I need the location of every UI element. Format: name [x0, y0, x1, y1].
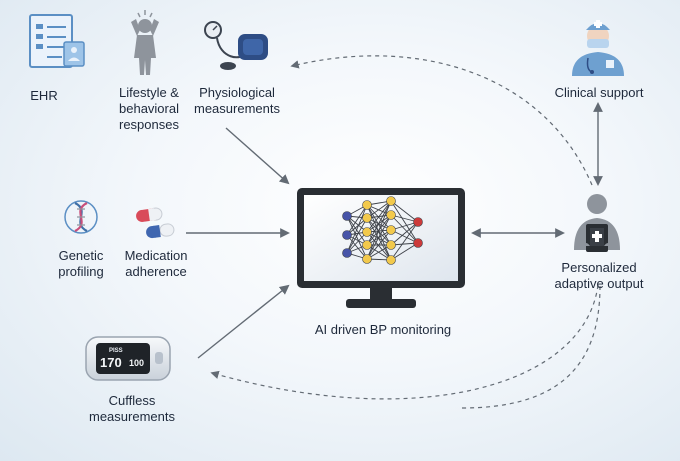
device-systolic-value: 170	[100, 355, 122, 370]
nn-node	[362, 240, 372, 250]
ai-monitoring-label: AI driven BP monitoring	[314, 322, 452, 337]
dashed-feedback-bottom	[210, 284, 599, 400]
wearable-bp-device-icon: PISS 170 100	[85, 336, 171, 381]
nn-node	[386, 196, 396, 206]
nn-edge	[366, 217, 392, 246]
nn-edge	[346, 204, 368, 254]
nn-edge	[390, 214, 419, 244]
nn-edge	[390, 200, 419, 223]
nn-edge	[366, 229, 392, 260]
nn-edge	[346, 231, 368, 254]
device-screen-tag: PISS	[109, 348, 123, 354]
nn-edge	[366, 231, 392, 261]
nn-node	[413, 217, 423, 227]
nn-node	[386, 255, 396, 265]
ehr-label: EHR	[30, 88, 58, 103]
arrow-physiological-to-ai	[225, 127, 290, 185]
clinical-support-label: Clinical support	[554, 85, 644, 100]
nn-node	[386, 225, 396, 235]
neural-network-nodes	[342, 196, 423, 265]
nn-edge	[366, 204, 392, 261]
nn-edge	[346, 215, 368, 260]
dashed-feedback-top	[290, 55, 593, 186]
clinician-icon	[572, 20, 624, 76]
blood-pressure-cuff-icon	[204, 21, 268, 70]
nn-node	[362, 200, 372, 210]
nn-edge	[366, 200, 392, 260]
nn-node	[386, 210, 396, 220]
patient-report-icon	[574, 194, 620, 252]
nn-edge	[366, 204, 392, 246]
nn-node	[342, 211, 352, 221]
nn-node	[362, 227, 372, 237]
nn-edge	[390, 221, 419, 246]
nn-edge	[346, 234, 368, 260]
device-diastolic-value: 100	[129, 358, 144, 368]
nn-edge	[390, 242, 419, 261]
nn-edge	[390, 229, 419, 244]
nn-edge	[366, 200, 392, 246]
personalized-label: Personalized adaptive output	[554, 260, 644, 291]
genetic-label: Genetic profiling	[58, 248, 104, 279]
nn-node	[362, 254, 372, 264]
nn-edge	[390, 221, 419, 261]
nn-node	[342, 230, 352, 240]
nn-edge	[366, 200, 392, 233]
dna-icon	[64, 200, 98, 234]
nn-edge	[390, 200, 419, 244]
pill-capsules-icon	[136, 207, 175, 239]
nn-edge	[366, 204, 392, 231]
nn-edge	[346, 204, 368, 236]
arrows	[186, 55, 603, 409]
physiological-label: Physiological measurements	[194, 85, 280, 116]
nn-node	[413, 238, 423, 248]
nn-edge	[366, 214, 392, 260]
ehr-document-icon	[29, 14, 85, 68]
lifestyle-label: Lifestyle & behavioral responses	[119, 85, 179, 132]
arrow-cuffless-to-ai	[197, 284, 290, 359]
nn-node	[362, 213, 372, 223]
nn-edge	[366, 200, 392, 219]
neural-network-monitor-icon	[297, 188, 465, 308]
nn-edge	[346, 217, 368, 254]
dashed-feedback-right-up	[461, 285, 601, 409]
medication-label: Medication adherence	[124, 248, 188, 279]
nn-edge	[346, 215, 368, 246]
stressed-person-icon	[131, 10, 159, 75]
cuffless-label: Cuffless measurements	[89, 393, 175, 424]
nn-node	[386, 240, 396, 250]
nn-node	[342, 248, 352, 258]
